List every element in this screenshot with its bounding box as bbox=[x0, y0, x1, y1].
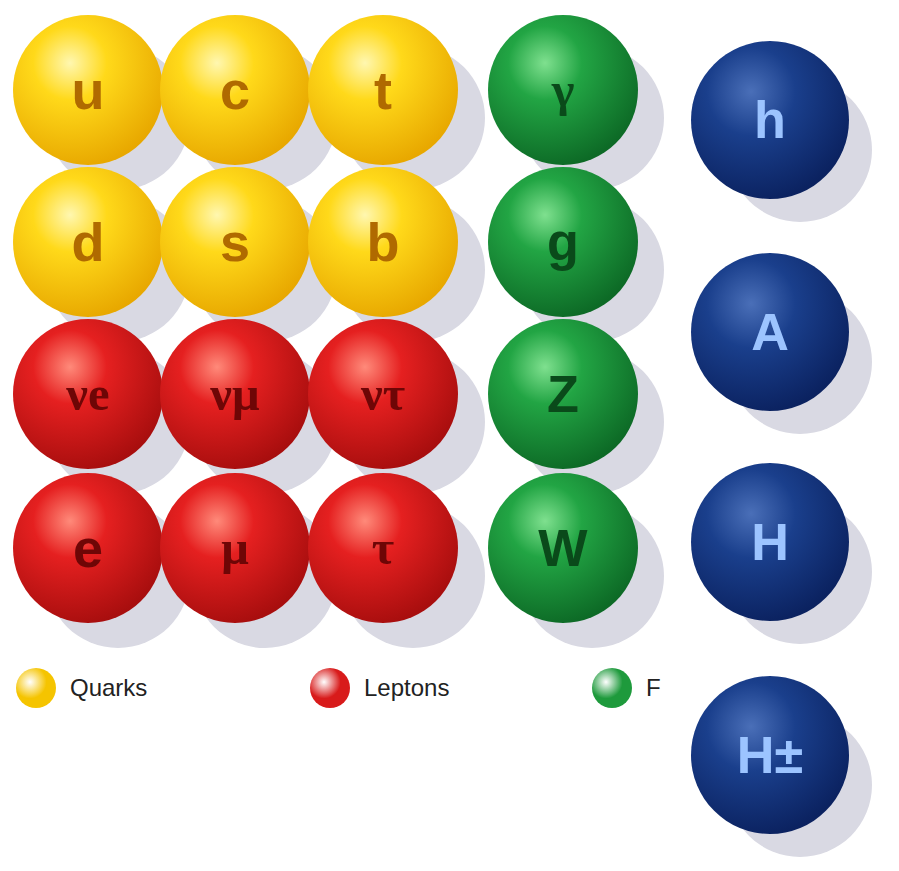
particle-sphere: h bbox=[690, 40, 850, 200]
particle-symbol: H± bbox=[690, 729, 850, 781]
legend-label: Leptons bbox=[364, 674, 449, 702]
sphere-fill bbox=[13, 473, 163, 623]
sphere-fill bbox=[308, 15, 458, 165]
particle-symbol: νe bbox=[12, 370, 164, 419]
legend-entry: Leptons bbox=[310, 668, 449, 708]
panel-ground bbox=[668, 0, 899, 871]
sphere-fill bbox=[160, 167, 310, 317]
particle-sphere: A bbox=[690, 252, 850, 412]
sphere-fill bbox=[308, 167, 458, 317]
particle-sphere: c bbox=[159, 14, 311, 166]
particle-sphere: t bbox=[307, 14, 459, 166]
particle-symbol: u bbox=[12, 63, 164, 117]
sphere-fill bbox=[160, 473, 310, 623]
sphere-fill bbox=[691, 41, 849, 199]
particle-symbol: γ bbox=[487, 66, 639, 115]
sphere-fill bbox=[13, 319, 163, 469]
particle-sphere: H bbox=[690, 462, 850, 622]
legend-entry: Quarks bbox=[16, 668, 147, 708]
particle-symbol: A bbox=[690, 306, 850, 358]
legend-label: Quarks bbox=[70, 674, 147, 702]
particle-sphere: ντ bbox=[307, 318, 459, 470]
particle-sphere: τ bbox=[307, 472, 459, 624]
particle-symbol: Z bbox=[487, 368, 639, 420]
legend-swatch bbox=[592, 668, 632, 708]
particle-symbol: d bbox=[12, 215, 164, 269]
particle-sphere: s bbox=[159, 166, 311, 318]
particle-sphere: W bbox=[487, 472, 639, 624]
particle-symbol: c bbox=[159, 63, 311, 117]
sphere-fill bbox=[160, 319, 310, 469]
particle-symbol: b bbox=[307, 215, 459, 269]
sphere-fill bbox=[13, 15, 163, 165]
sphere-fill bbox=[488, 319, 638, 469]
particle-symbol: t bbox=[307, 63, 459, 117]
sphere-fill bbox=[308, 319, 458, 469]
particle-symbol: νμ bbox=[159, 370, 311, 419]
particle-sphere: νμ bbox=[159, 318, 311, 470]
legend-swatch bbox=[310, 668, 350, 708]
particle-symbol: e bbox=[12, 521, 164, 575]
particle-symbol: H bbox=[690, 516, 850, 568]
particle-symbol: h bbox=[690, 94, 850, 146]
legend-label: F bbox=[646, 674, 661, 702]
sphere-fill bbox=[308, 473, 458, 623]
particle-symbol: g bbox=[487, 216, 639, 268]
particle-sphere: H± bbox=[690, 675, 850, 835]
particle-sphere: Z bbox=[487, 318, 639, 470]
particle-symbol: s bbox=[159, 215, 311, 269]
particle-sphere: b bbox=[307, 166, 459, 318]
sphere-fill bbox=[488, 15, 638, 165]
particle-sphere: e bbox=[12, 472, 164, 624]
legend-entry: F bbox=[592, 668, 661, 708]
particle-sphere: u bbox=[12, 14, 164, 166]
particle-sphere: μ bbox=[159, 472, 311, 624]
particle-symbol: μ bbox=[159, 524, 311, 573]
sphere-fill bbox=[160, 15, 310, 165]
particle-symbol: W bbox=[487, 522, 639, 574]
particle-sphere: d bbox=[12, 166, 164, 318]
sphere-fill bbox=[13, 167, 163, 317]
sphere-fill bbox=[691, 253, 849, 411]
sphere-fill bbox=[488, 167, 638, 317]
sphere-fill bbox=[691, 463, 849, 621]
particle-sphere: g bbox=[487, 166, 639, 318]
particle-symbol: ντ bbox=[307, 370, 459, 419]
particle-sphere: γ bbox=[487, 14, 639, 166]
legend-swatch bbox=[16, 668, 56, 708]
sphere-fill bbox=[691, 676, 849, 834]
sphere-fill bbox=[488, 473, 638, 623]
particle-symbol: τ bbox=[307, 524, 459, 573]
particle-sphere: νe bbox=[12, 318, 164, 470]
